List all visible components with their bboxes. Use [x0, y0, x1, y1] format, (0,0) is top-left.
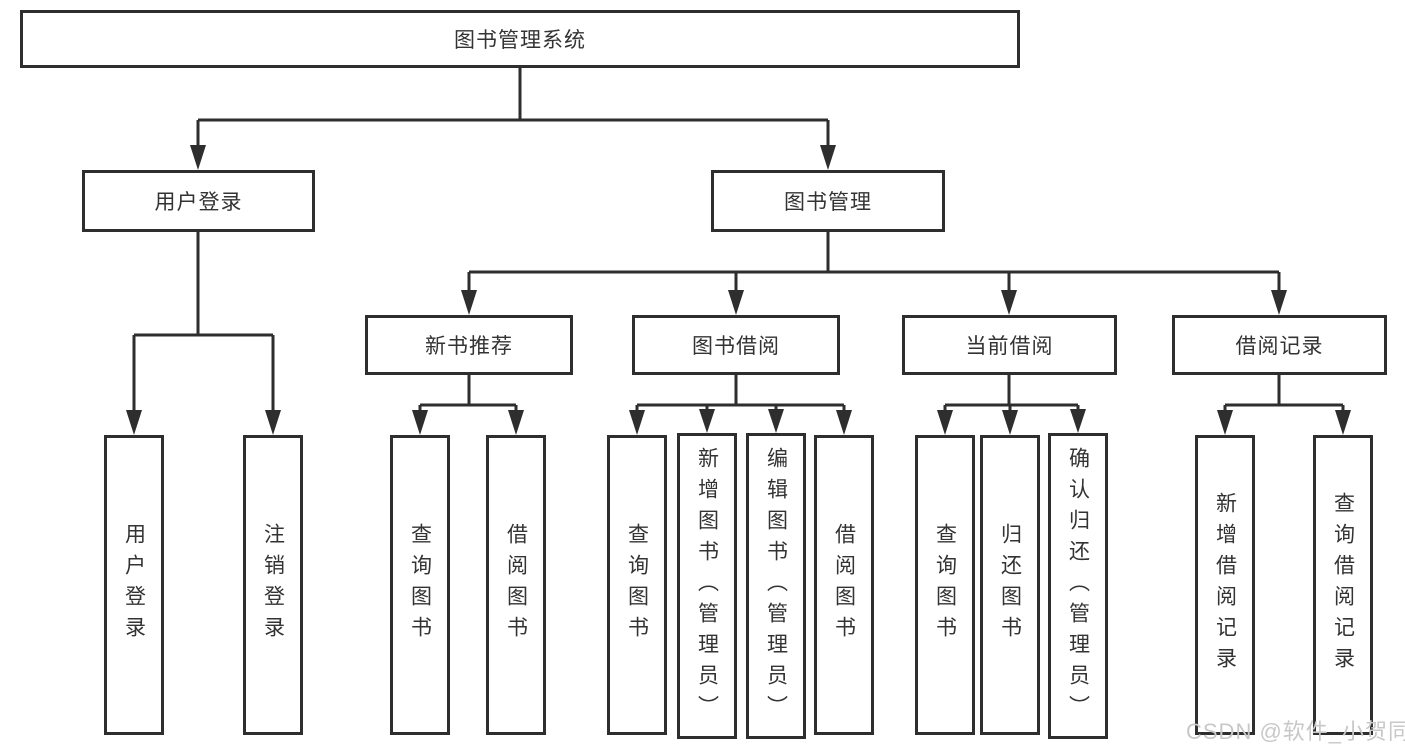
leaf-borrow-books-borrowing: 借阅图书 — [814, 435, 874, 735]
leaf-query-books-current: 查询图书 — [915, 435, 975, 735]
leaf-user-login-label: 用户登录 — [122, 523, 146, 647]
leaf-query-borrow-record: 查询借阅记录 — [1313, 435, 1373, 735]
leaf-borrow-books-newbooks-label: 借阅图书 — [504, 523, 528, 647]
leaf-query-books-newbooks-label: 查询图书 — [408, 523, 432, 647]
leaf-logout: 注销登录 — [243, 435, 303, 735]
leaf-confirm-return-admin-label: 确认归还（管理员） — [1066, 446, 1090, 726]
leaf-return-books-label: 归还图书 — [998, 523, 1022, 647]
leaf-query-books-borrowing: 查询图书 — [607, 435, 667, 735]
leaf-borrow-books-newbooks: 借阅图书 — [486, 435, 546, 735]
node-book-borrowing: 图书借阅 — [632, 315, 840, 375]
leaf-add-books-admin-label: 新增图书（管理员） — [695, 446, 719, 726]
leaf-return-books: 归还图书 — [980, 435, 1040, 735]
leaf-add-borrow-record: 新增借阅记录 — [1195, 435, 1255, 735]
leaf-edit-books-admin-label: 编辑图书（管理员） — [764, 446, 788, 726]
node-new-book-recommendation: 新书推荐 — [365, 315, 573, 375]
node-borrowing-records: 借阅记录 — [1172, 315, 1387, 375]
node-book-management: 图书管理 — [711, 170, 945, 232]
leaf-user-login: 用户登录 — [104, 435, 164, 735]
node-current-borrowing: 当前借阅 — [902, 315, 1117, 375]
leaf-confirm-return-admin: 确认归还（管理员） — [1048, 433, 1108, 739]
leaf-add-books-admin: 新增图书（管理员） — [677, 433, 737, 739]
leaf-query-books-newbooks: 查询图书 — [390, 435, 450, 735]
leaf-add-borrow-record-label: 新增借阅记录 — [1213, 492, 1237, 678]
leaf-query-borrow-record-label: 查询借阅记录 — [1331, 492, 1355, 678]
leaf-logout-label: 注销登录 — [261, 523, 285, 647]
leaf-query-books-current-label: 查询图书 — [933, 523, 957, 647]
leaf-edit-books-admin: 编辑图书（管理员） — [746, 433, 806, 739]
node-user-login: 用户登录 — [82, 170, 315, 232]
leaf-borrow-books-borrowing-label: 借阅图书 — [832, 523, 856, 647]
leaf-query-books-borrowing-label: 查询图书 — [625, 523, 649, 647]
csdn-watermark: CSDN @软件_小贺同学 — [1186, 719, 1405, 744]
node-root-system: 图书管理系统 — [20, 10, 1020, 68]
